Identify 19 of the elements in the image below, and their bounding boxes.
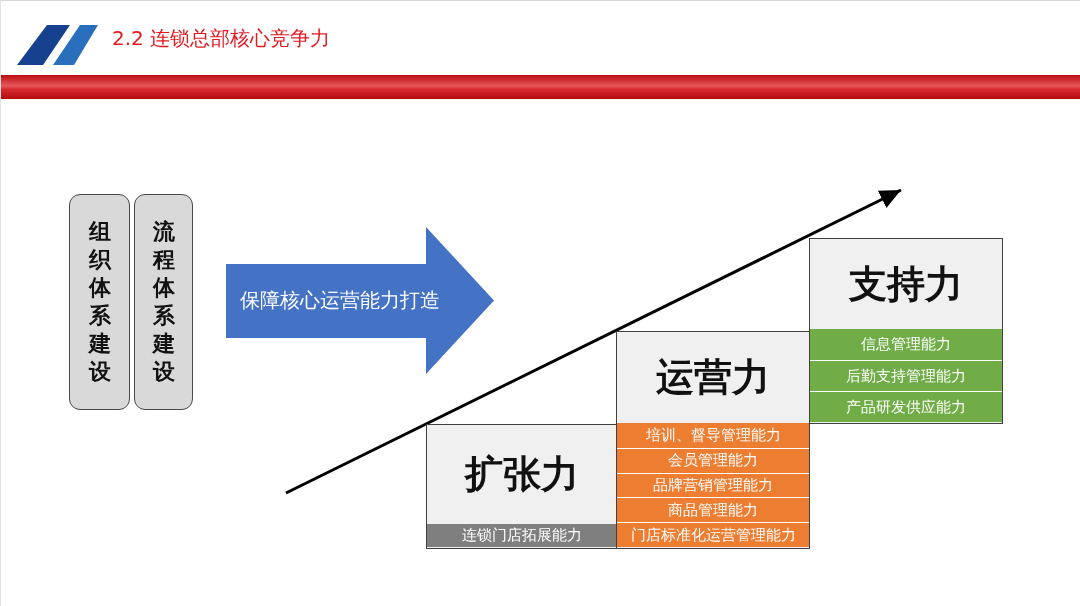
column-box — [426, 424, 617, 549]
slide-title: 2.2 连锁总部核心竞争力 — [112, 25, 331, 51]
column-box — [616, 331, 810, 549]
rounded-box: 组织体系建设 — [69, 194, 130, 410]
capability-row: 培训、督导管理能力 — [617, 423, 809, 448]
rounded-box: 流程体系建设 — [134, 194, 193, 410]
column-box — [809, 238, 1003, 424]
column-heading: 运营力 — [655, 354, 771, 401]
capability-row: 产品研发供应能力 — [810, 391, 1002, 422]
capability-row: 会员管理能力 — [617, 447, 809, 473]
capability-row: 连锁门店拓展能力 — [427, 524, 616, 547]
capability-row: 后勤支持管理能力 — [810, 360, 1002, 391]
capability-row: 门店标准化运营管理能力 — [617, 522, 809, 547]
capability-row: 信息管理能力 — [810, 329, 1002, 360]
capability-row: 商品管理能力 — [617, 497, 809, 523]
block-arrow: 保障核心运营能力打造 — [226, 227, 494, 374]
column-heading: 扩张力 — [463, 451, 580, 498]
column-heading: 支持力 — [848, 260, 964, 308]
capability-row: 品牌营销管理能力 — [617, 472, 809, 498]
